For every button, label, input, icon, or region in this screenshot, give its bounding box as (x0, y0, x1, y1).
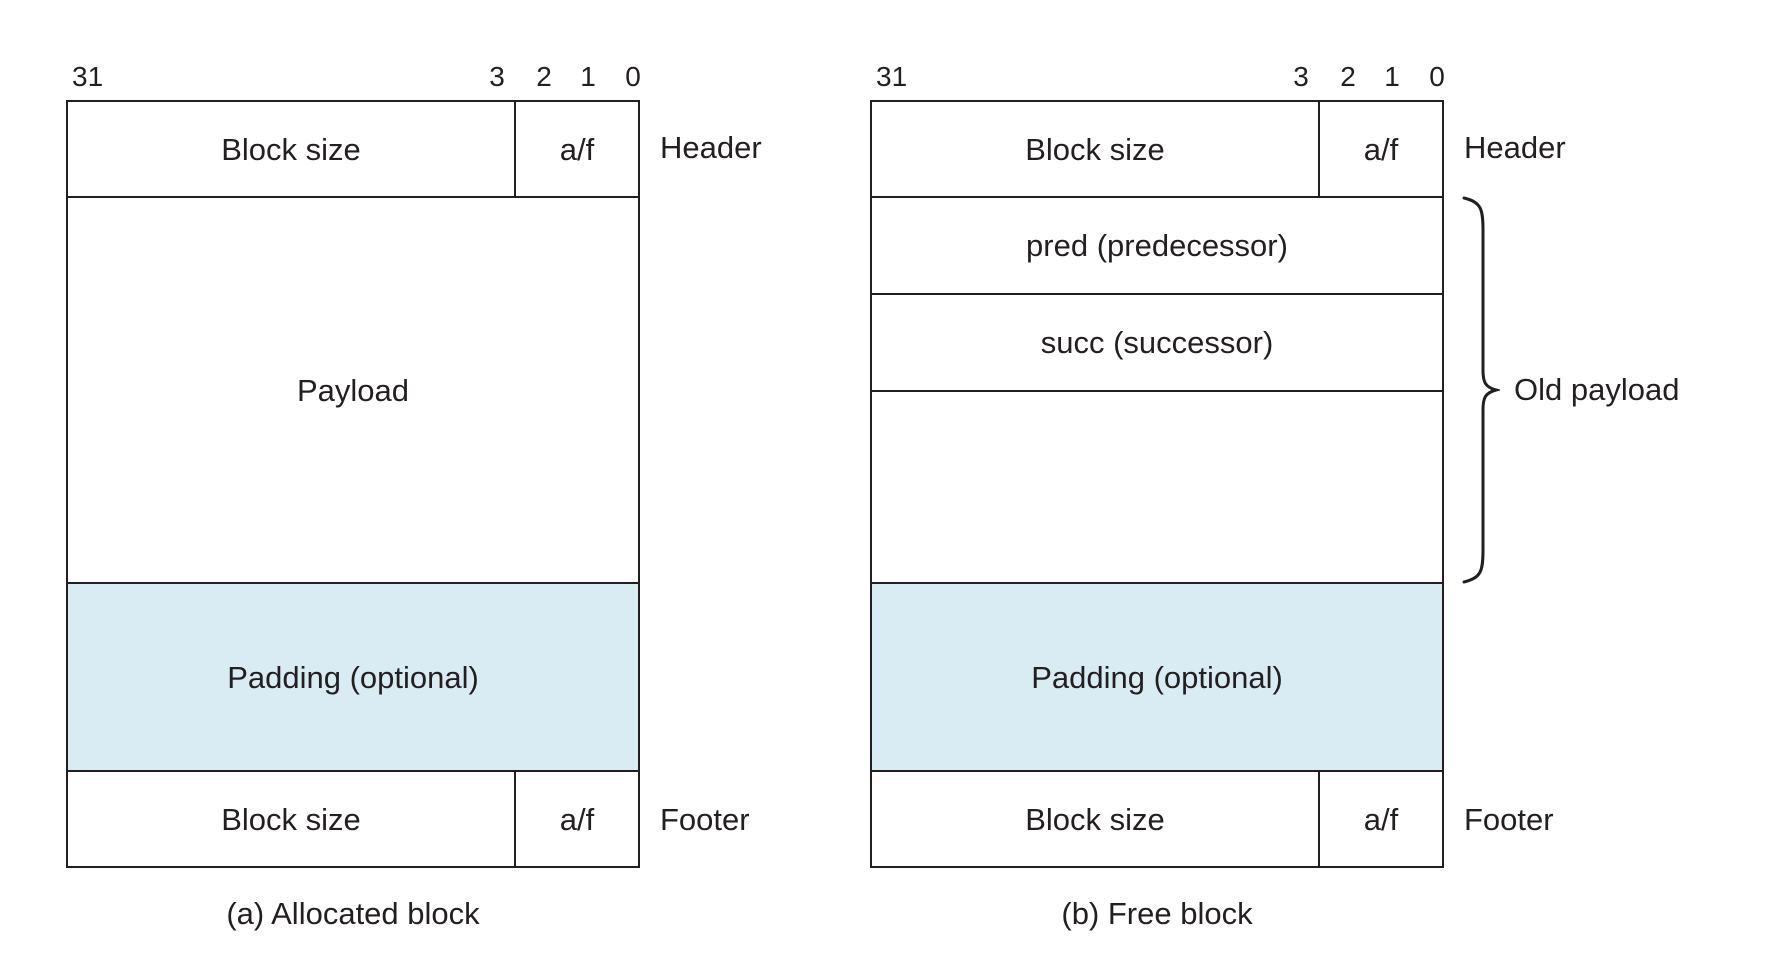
free-footer-flag-cell: a/f (1363, 801, 1399, 837)
free-header-label: Header (1464, 130, 1566, 165)
allocated-payload-cell: Payload (68, 196, 638, 582)
bit-position-labels-allocated: 31 3 2 1 0 (66, 60, 641, 94)
bit-label-1: 1 (580, 61, 596, 92)
free-footer-label: Footer (1464, 802, 1554, 837)
bit-label-3: 3 (489, 61, 505, 92)
bit-label-0: 0 (1429, 61, 1445, 92)
free-footer-row: Block size a/f (872, 770, 1442, 866)
free-footer-block-size-cell: Block size (872, 772, 1320, 866)
bit-label-0: 0 (625, 61, 641, 92)
allocated-footer-label: Footer (660, 802, 750, 837)
free-header-row: Block size a/f (872, 102, 1442, 196)
allocated-header-label: Header (660, 130, 762, 165)
free-padding-cell: Padding (optional) (872, 582, 1442, 770)
allocated-footer-flag-cell: a/f (559, 801, 595, 837)
bit-label-2: 2 (536, 61, 552, 92)
curly-brace-icon (1462, 196, 1500, 584)
caption-allocated-block: (a) Allocated block (226, 896, 480, 931)
allocated-header-block-size-cell: Block size (68, 102, 516, 196)
bit-label-31: 31 (876, 61, 908, 92)
allocated-footer-block-size-cell: Block size (68, 772, 516, 866)
allocated-header-flag-cell: a/f (559, 131, 595, 167)
free-succ-cell: succ (successor) (872, 293, 1442, 390)
free-pred-cell: pred (predecessor) (872, 196, 1442, 293)
free-header-block-size-cell: Block size (872, 102, 1320, 196)
caption-free-block: (b) Free block (1061, 896, 1253, 931)
bit-label-1: 1 (1384, 61, 1400, 92)
bit-label-2: 2 (1340, 61, 1356, 92)
old-payload-brace (1454, 194, 1500, 586)
bit-position-labels-free: 31 3 2 1 0 (870, 60, 1445, 94)
bit-label-31: 31 (72, 61, 104, 92)
allocated-header-row: Block size a/f (68, 102, 638, 196)
bit-label-3: 3 (1293, 61, 1309, 92)
allocated-footer-row: Block size a/f (68, 770, 638, 866)
free-block: Block size a/f pred (predecessor) succ (… (870, 100, 1444, 868)
allocated-block: Block size a/f Payload Padding (optional… (66, 100, 640, 868)
free-unused-payload-cell (872, 390, 1442, 582)
allocated-padding-cell: Padding (optional) (68, 582, 638, 770)
old-payload-label: Old payload (1514, 372, 1680, 407)
free-header-flag-cell: a/f (1363, 131, 1399, 167)
